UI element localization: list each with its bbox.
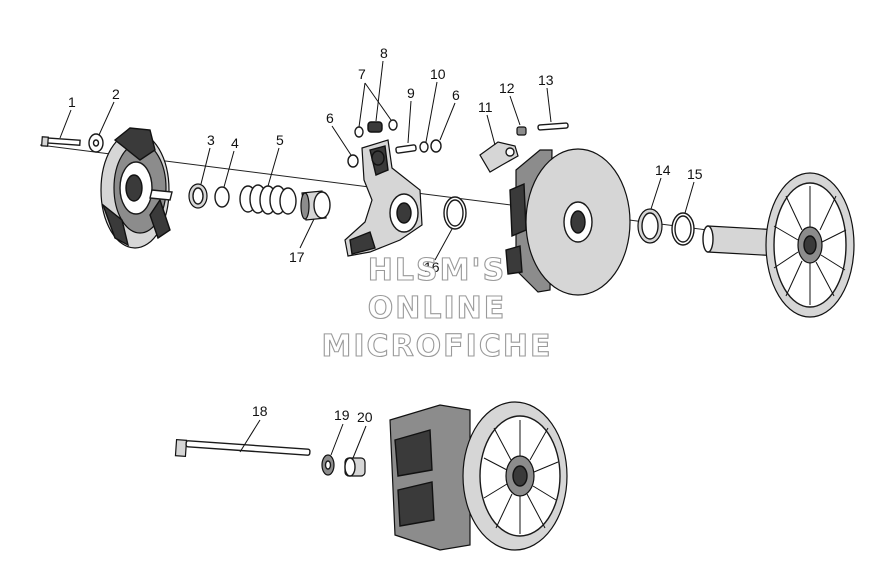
part-17-bushing [300,190,331,221]
part-13-pin [537,122,569,131]
callout-20: 20 [357,409,373,425]
callout-12: 12 [499,80,515,96]
callout-15: 15 [687,166,703,182]
fixed-sheave-shaft [702,172,855,318]
clutch-spokes [483,420,559,534]
part-6-roller-left [347,154,359,168]
callout-8: 8 [380,45,388,61]
callout-labels: 1 2 3 4 5 6 6 7 8 9 10 11 12 13 14 15 16… [68,45,703,425]
spider-cover-plate [100,127,173,249]
spider-arm-assembly [344,139,423,257]
part-19-washer [321,454,335,476]
watermark-line-3: MICROFICHE [322,329,553,364]
part-12-nut [516,126,527,136]
callout-19: 19 [334,407,350,423]
part-10-washer [419,141,429,153]
part-2-washer [88,133,104,153]
part-9-pin [395,144,417,154]
callout-14: 14 [655,162,671,178]
callout-1: 1 [68,94,76,110]
moveable-sheave [505,148,631,296]
callout-3: 3 [207,132,215,148]
leader-lines [59,60,695,459]
assembled-clutch [389,401,568,551]
callout-10: 10 [430,66,446,82]
part-1-bolt [41,136,81,147]
callout-6-right: 6 [452,87,460,103]
part-20-bushing [344,457,366,477]
callout-7: 7 [358,66,366,82]
callout-9: 9 [407,85,415,101]
part-14-ring [637,208,663,244]
part-8-roller [367,121,383,133]
callout-11: 11 [478,99,493,115]
callout-18: 18 [252,403,268,419]
part-11-cam-weight [479,141,519,173]
watermark-line-2: ONLINE [368,291,507,326]
callout-5: 5 [276,132,284,148]
part-4-ring [214,186,230,208]
callout-6-left: 6 [326,110,334,126]
callout-2: 2 [112,86,120,102]
callout-13: 13 [538,72,554,88]
callout-16: 16 [424,259,440,275]
part-3-ring [188,183,208,209]
part-6-roller-right [430,139,442,153]
part-18-long-bolt [174,439,311,457]
sheave-spokes [773,186,847,305]
callout-17: 17 [289,249,305,265]
part-15-ring [671,212,695,246]
callout-4: 4 [231,135,239,151]
part-16-o-ring [443,196,467,230]
watermark: HLSM'S ONLINE MICROFICHE [321,252,553,364]
watermark-line-1: HLSM'S [368,253,506,288]
part-5-spring [239,184,297,215]
